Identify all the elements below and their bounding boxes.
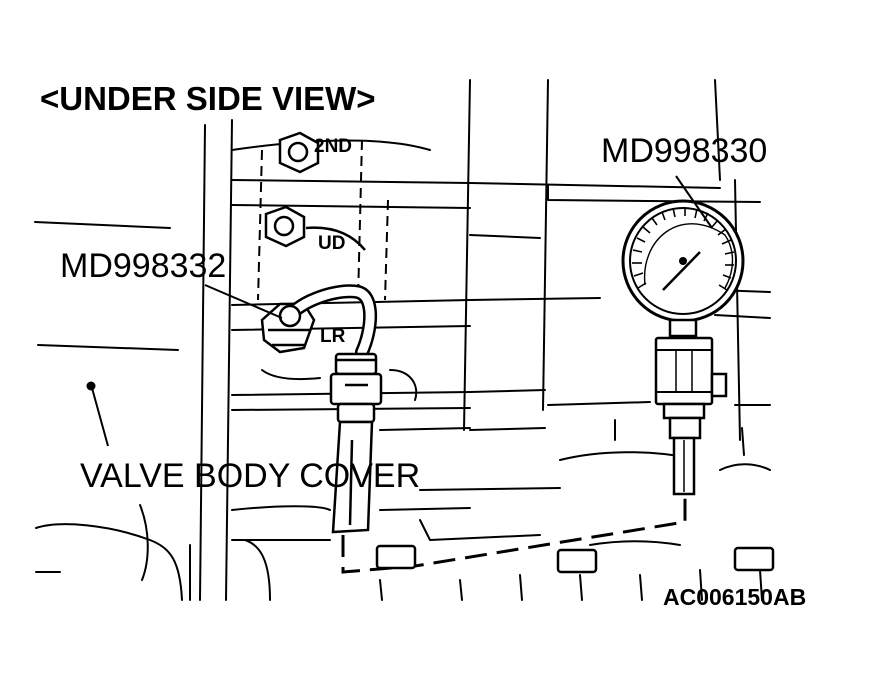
- leader-lines: [91, 175, 713, 447]
- view-label: <UNDER SIDE VIEW>: [40, 80, 376, 117]
- leader-md998332: [204, 284, 283, 319]
- callout-valve-body-cover: VALVE BODY COVER: [80, 457, 420, 495]
- pressure-gauge: [621, 199, 745, 496]
- hose-coupling: [329, 352, 383, 424]
- leader-valve-body-cover: [91, 387, 109, 447]
- pan-bosses: [375, 544, 775, 574]
- rubber-hose: [331, 420, 374, 534]
- leader-md998330: [675, 175, 713, 229]
- callout-adapter: MD998332: [60, 247, 226, 285]
- pressure-hose: [278, 284, 378, 359]
- port-plug-ud: [264, 205, 366, 251]
- callout-pressure-gauge: MD998330: [601, 132, 767, 170]
- port-plug-2nd: [278, 131, 320, 174]
- leader-dot-valve-body-cover: [86, 381, 96, 391]
- housing-hidden-lines: [257, 139, 389, 301]
- port-label-2nd: 2ND: [314, 136, 352, 157]
- gauge-needle: [662, 251, 701, 291]
- port-label-lr: LR: [320, 326, 346, 347]
- port-label-ud: UD: [318, 233, 345, 254]
- figure-code: AC006150AB: [663, 584, 806, 610]
